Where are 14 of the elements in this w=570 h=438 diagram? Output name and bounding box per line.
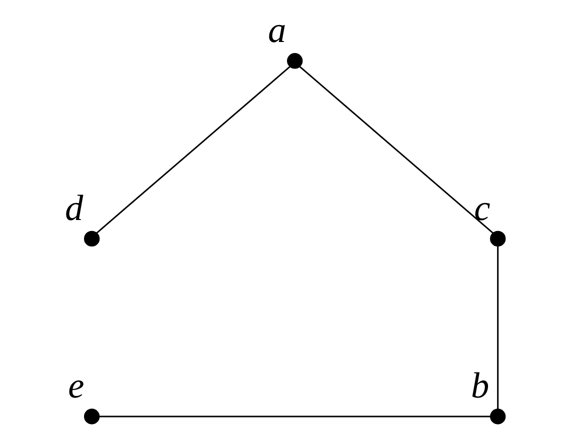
node-label: b — [471, 366, 490, 406]
node-label: d — [65, 188, 84, 228]
node-circle — [287, 53, 303, 69]
node-label: c — [474, 188, 490, 228]
connector — [497, 246, 499, 409]
connector — [299, 66, 494, 234]
connector — [98, 416, 490, 418]
node-circle — [84, 230, 100, 247]
node-label: e — [68, 366, 84, 406]
node-circle — [490, 408, 506, 424]
connector — [96, 66, 290, 234]
node-label: a — [268, 10, 286, 50]
node-circle — [490, 230, 506, 247]
node-circle — [84, 408, 100, 424]
